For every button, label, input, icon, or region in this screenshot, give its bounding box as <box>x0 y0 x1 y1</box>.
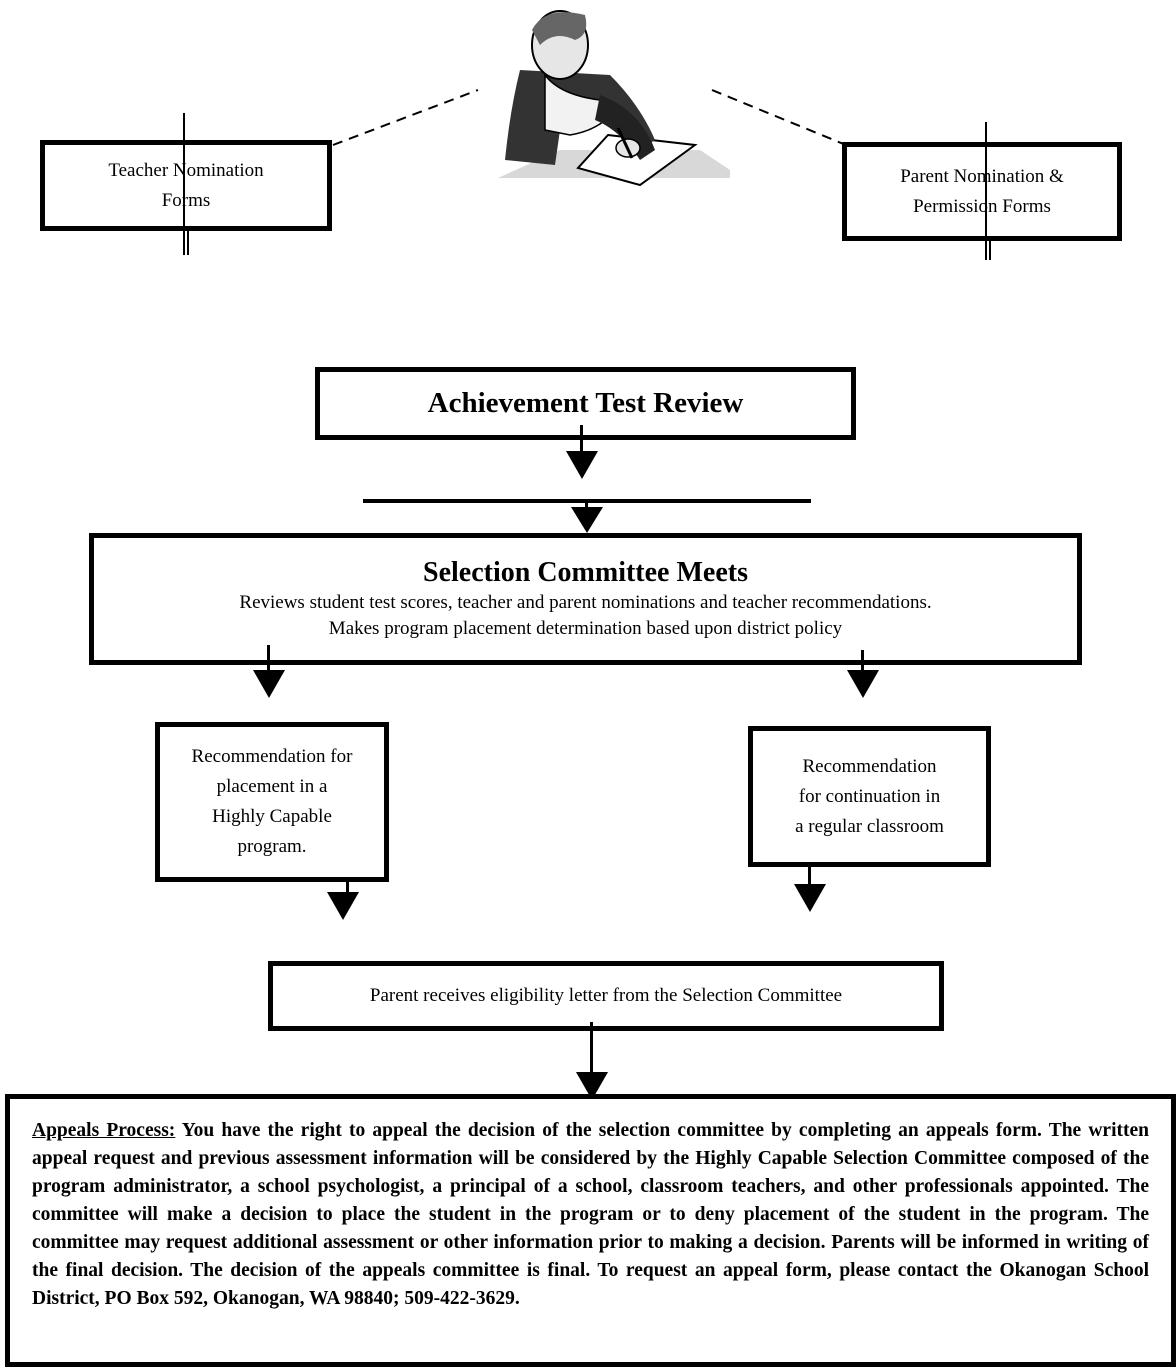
appeals-text: You have the right to appeal the decisio… <box>32 1120 1149 1309</box>
placement-line2: placement in a <box>216 776 328 797</box>
teacher-nomination-line2: Forms <box>161 189 211 211</box>
continuation-line2: for continuation in <box>798 785 941 807</box>
arrow-stem-placement <box>346 880 349 892</box>
achievement-test-review-title: Achievement Test Review <box>427 387 744 419</box>
selection-committee-line1: Reviews student test scores, teacher and… <box>239 592 932 613</box>
arrow-stem-left-committee <box>267 645 270 675</box>
placement-recommendation-box: Recommendation for placement in a Highly… <box>155 722 389 882</box>
teacher-vertical-line-2 <box>187 230 189 255</box>
placement-line3: Highly Capable <box>212 806 332 827</box>
dashed-connector-right <box>711 89 847 146</box>
teacher-nomination-line1: Teacher Nomination <box>108 159 264 181</box>
arrow-stem-continuation <box>808 866 811 886</box>
achievement-test-review-box: Achievement Test Review <box>315 367 856 440</box>
arrow-down-bar <box>571 507 603 533</box>
arrow-down-left-committee <box>253 670 285 698</box>
parent-vertical-line-2 <box>989 240 991 260</box>
student-writing-illustration <box>332 10 847 187</box>
horizontal-divider-bar <box>363 499 811 503</box>
continuation-line3: a regular classroom <box>795 815 944 837</box>
parent-nomination-box: Parent Nomination & Permission Forms <box>842 142 1122 241</box>
parent-nomination-line2: Permission Forms <box>913 195 1051 217</box>
arrow-down-placement <box>327 892 359 920</box>
placement-line4: program. <box>237 836 307 857</box>
student-writing-icon <box>498 10 730 187</box>
appeals-process-box: Appeals Process: You have the right to a… <box>5 1094 1176 1367</box>
selection-committee-title: Selection Committee Meets <box>423 557 748 588</box>
selection-committee-line2: Makes program placement determination ba… <box>328 618 843 639</box>
arrow-down-right-committee <box>847 670 879 698</box>
continuation-recommendation-box: Recommendation for continuation in a reg… <box>748 726 991 867</box>
dashed-connector-left <box>332 89 479 146</box>
parent-vertical-line <box>985 122 987 260</box>
eligibility-letter-box: Parent receives eligibility letter from … <box>268 961 944 1031</box>
arrow-down-continuation <box>794 884 826 912</box>
eligibility-letter-text: Parent receives eligibility letter from … <box>369 985 843 1006</box>
teacher-nomination-box: Teacher Nomination Forms <box>40 140 332 231</box>
selection-committee-box: Selection Committee Meets Reviews studen… <box>89 533 1082 665</box>
continuation-line1: Recommendation <box>802 755 937 777</box>
arrow-stem-achievement <box>580 425 583 455</box>
teacher-vertical-line <box>183 113 185 255</box>
arrow-stem-right-committee <box>861 650 864 675</box>
parent-nomination-line1: Parent Nomination & <box>900 165 1064 187</box>
arrow-down-achievement <box>566 451 598 479</box>
appeals-label: Appeals Process: <box>32 1120 176 1141</box>
placement-line1: Recommendation for <box>191 746 353 767</box>
arrow-stem-eligibility <box>590 1022 593 1072</box>
appeals-paragraph: Appeals Process: You have the right to a… <box>10 1099 1171 1313</box>
